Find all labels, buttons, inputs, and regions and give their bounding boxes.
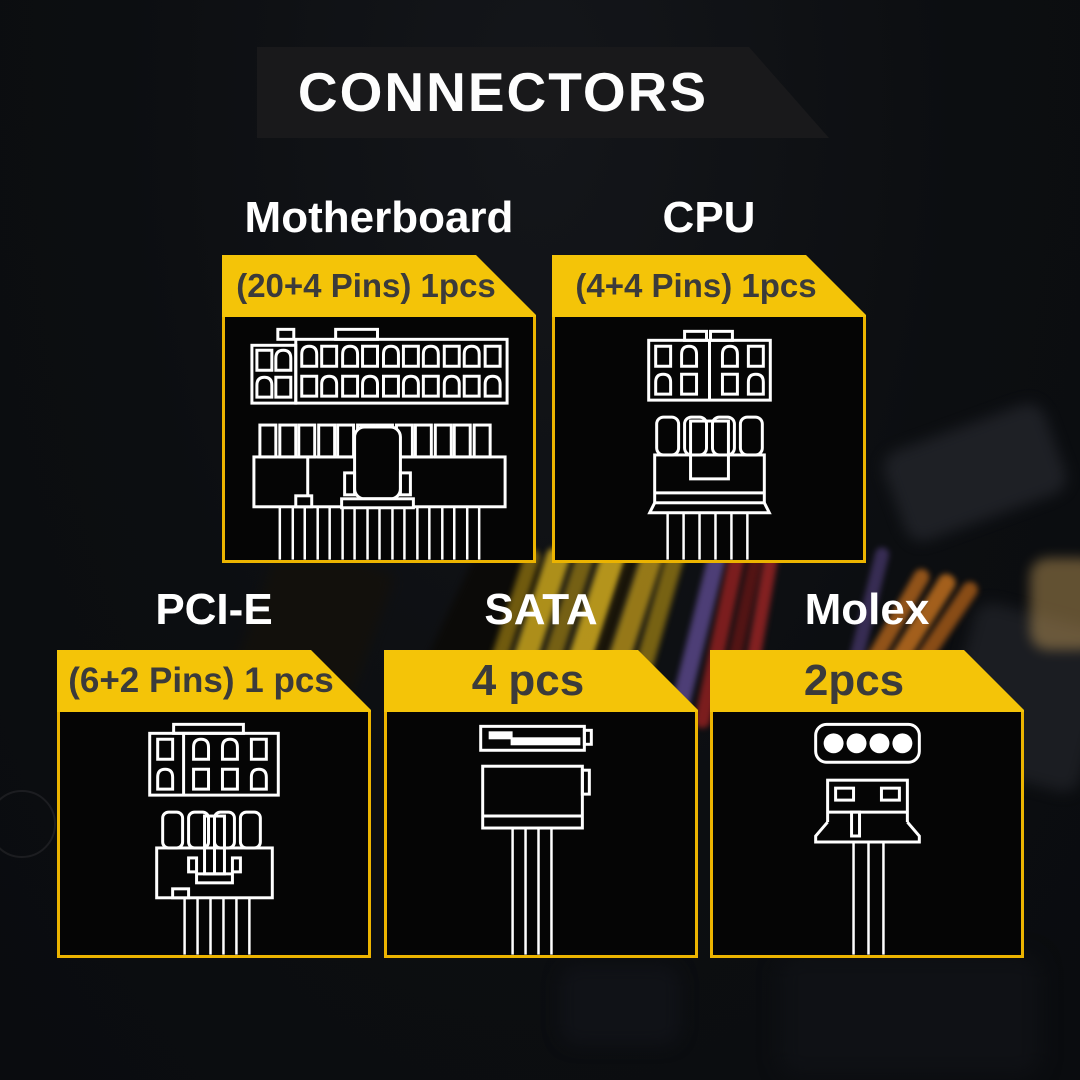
- card-label-pcie: (6+2 Pins) 1 pcs: [68, 661, 334, 700]
- card-header-sata: 4 pcs: [384, 650, 698, 712]
- title-banner: CONNECTORS: [257, 47, 829, 138]
- background-shadow: [780, 955, 1040, 1075]
- card-header-cpu: (4+4 Pins) 1pcs: [552, 255, 866, 317]
- card-header-molex: 2pcs: [710, 650, 1024, 712]
- card-label-cpu: (4+4 Pins) 1pcs: [575, 267, 817, 304]
- card-body-motherboard: [222, 317, 536, 563]
- card-body-pcie: [57, 712, 371, 958]
- card-title-sata: SATA: [484, 585, 598, 634]
- card-header-motherboard: (20+4 Pins) 1pcs: [222, 255, 536, 317]
- card-label-motherboard: (20+4 Pins) 1pcs: [236, 267, 496, 304]
- card-title-cpu: CPU: [662, 193, 756, 242]
- pcie-6plus2-connector-icon: [148, 722, 280, 955]
- background-shadow: [560, 965, 680, 1045]
- sata-connector-icon: [479, 724, 593, 955]
- cpu-4plus4-connector-icon: [647, 329, 772, 560]
- card-title-molex: Molex: [804, 585, 930, 634]
- card-title-motherboard: Motherboard: [244, 193, 514, 242]
- card-header-pcie: (6+2 Pins) 1 pcs: [57, 650, 371, 712]
- card-title-pcie: PCI-E: [155, 585, 273, 634]
- background-badge-circle: [0, 790, 56, 858]
- card-label-molex: 2pcs: [803, 656, 905, 705]
- background-connector-blob: [1030, 558, 1080, 650]
- card-body-sata: [384, 712, 698, 958]
- page-title: CONNECTORS: [297, 61, 709, 123]
- background-connector-blob: [878, 398, 1072, 547]
- card-body-molex: [710, 712, 1024, 958]
- card-label-sata: 4 pcs: [471, 656, 585, 705]
- molex-4pin-connector-icon: [814, 722, 921, 955]
- atx-24pin-connector-icon: [250, 327, 509, 560]
- card-body-cpu: [552, 317, 866, 563]
